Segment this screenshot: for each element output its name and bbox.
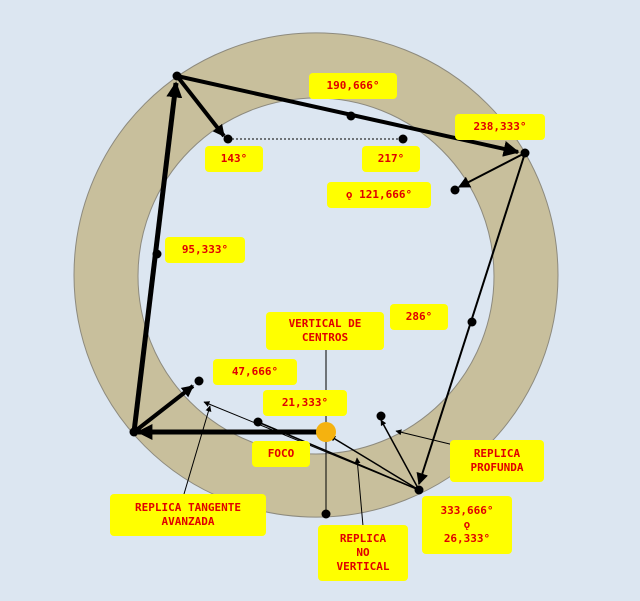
vertex-top-left <box>172 71 182 81</box>
arrow-to-47 <box>132 384 195 434</box>
label-47: 47,666° <box>213 359 297 385</box>
label-143: 143° <box>205 146 263 172</box>
dot-190 <box>346 111 356 121</box>
label-replica-profunda: REPLICA PROFUNDA <box>450 440 544 482</box>
line-to-foco <box>329 435 420 491</box>
dot-bottom <box>321 509 331 519</box>
arrow-to-143 <box>175 74 226 138</box>
label-foco: FOCO <box>252 441 310 467</box>
label-replica-tangente: REPLICA TANGENTE AVANZADA <box>110 494 266 536</box>
dot-121 <box>450 185 460 195</box>
dot-profunda <box>376 411 386 421</box>
label-vertical-centros: VERTICAL DE CENTROS <box>266 312 384 350</box>
pointer-tangente <box>183 405 212 495</box>
line-to-profunda-dot <box>380 419 420 491</box>
label-286: 286° <box>390 304 448 330</box>
arrow-to-121 <box>457 152 526 188</box>
pointer-no-vertical <box>354 457 364 527</box>
foco-point <box>316 422 336 442</box>
dot-217 <box>398 134 408 144</box>
label-238: 238,333° <box>455 114 545 140</box>
dot-21 <box>253 417 263 427</box>
label-21: 21,333° <box>263 390 347 416</box>
label-95: 95,333° <box>165 237 245 263</box>
vertex-bottom-left <box>129 427 139 437</box>
dot-47 <box>194 376 204 386</box>
dot-95 <box>152 249 162 259</box>
label-333: 333,666° ǫ 26,333° <box>422 496 512 554</box>
pointer-profunda <box>395 429 459 447</box>
label-121: ǫ 121,666° <box>327 182 431 208</box>
vertex-bottom-right <box>414 485 424 495</box>
line-to-left <box>203 401 420 491</box>
label-217: 217° <box>362 146 420 172</box>
label-190: 190,666° <box>309 73 397 99</box>
dot-143 <box>223 134 233 144</box>
label-replica-no-vertical: REPLICA NO VERTICAL <box>318 525 408 581</box>
vertex-top-right <box>520 148 530 158</box>
dot-286 <box>467 317 477 327</box>
